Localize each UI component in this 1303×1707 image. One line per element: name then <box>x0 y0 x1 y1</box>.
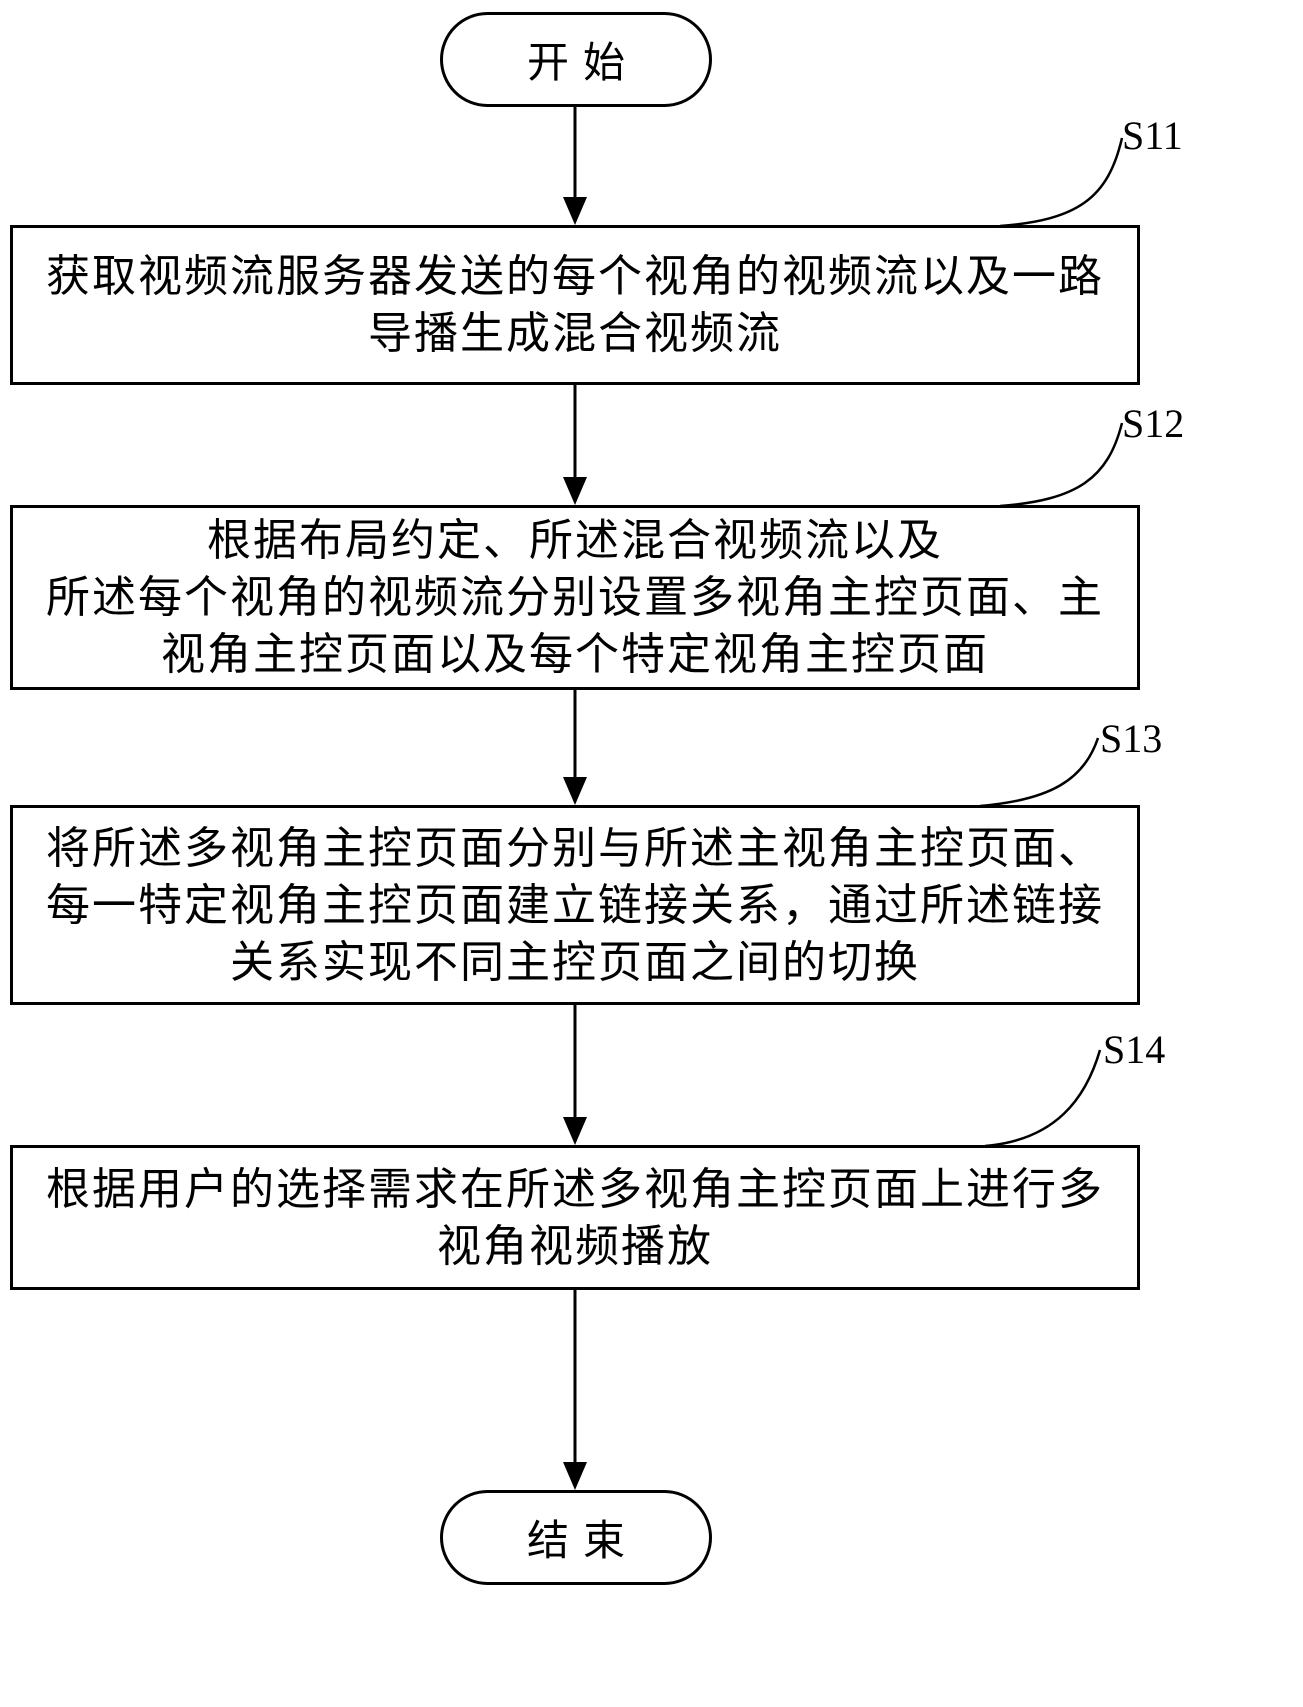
step4-text: 根据用户的选择需求在所述多视角主控页面上进行多 视角视频播放 <box>13 1161 1137 1275</box>
leader-line-s14 <box>985 1050 1100 1146</box>
arrow-step4-to-end <box>563 1290 587 1490</box>
step1-box: 获取视频流服务器发送的每个视角的视频流以及一路 导播生成混合视频流 <box>10 225 1140 385</box>
step3-ref-label: S13 <box>1100 715 1162 762</box>
step1-text: 获取视频流服务器发送的每个视角的视频流以及一路 导播生成混合视频流 <box>13 248 1137 362</box>
arrow-start-to-step1 <box>563 107 587 225</box>
leader-line-s11 <box>1000 138 1122 226</box>
leader-line-s13 <box>980 738 1098 806</box>
arrow-step1-to-step2 <box>563 385 587 505</box>
start-terminal: 开始 <box>440 12 712 107</box>
step2-text: 根据布局约定、所述混合视频流以及 所述每个视角的视频流分别设置多视角主控页面、主… <box>13 512 1137 683</box>
arrow-step2-to-step3 <box>563 690 587 805</box>
end-terminal: 结束 <box>440 1490 712 1585</box>
arrow-step3-to-step4 <box>563 1005 587 1145</box>
end-label: 结束 <box>513 1507 639 1568</box>
step4-ref-label: S14 <box>1103 1026 1165 1073</box>
step3-box: 将所述多视角主控页面分别与所述主视角主控页面、 每一特定视角主控页面建立链接关系… <box>10 805 1140 1005</box>
step4-box: 根据用户的选择需求在所述多视角主控页面上进行多 视角视频播放 <box>10 1145 1140 1290</box>
step3-text: 将所述多视角主控页面分别与所述主视角主控页面、 每一特定视角主控页面建立链接关系… <box>13 820 1137 991</box>
step1-ref-label: S11 <box>1122 112 1183 159</box>
start-label: 开始 <box>513 29 639 90</box>
leader-line-s12 <box>1000 423 1122 506</box>
step2-box: 根据布局约定、所述混合视频流以及 所述每个视角的视频流分别设置多视角主控页面、主… <box>10 505 1140 690</box>
step2-ref-label: S12 <box>1122 400 1184 447</box>
